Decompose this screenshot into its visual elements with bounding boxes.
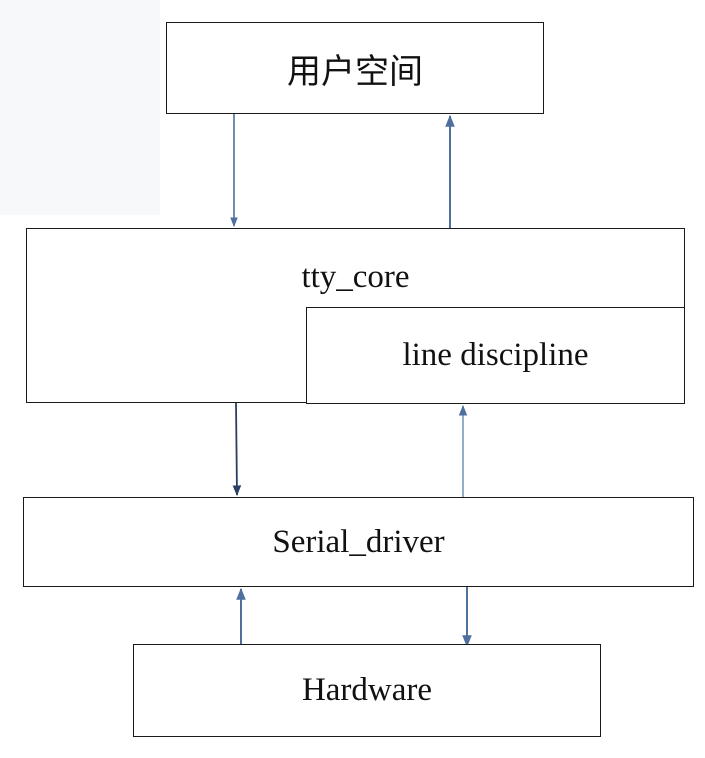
arrow-tty-to-serial [232,402,242,497]
serial-driver-box: Serial_driver [23,497,694,587]
hardware-label: Hardware [301,672,433,708]
user-space-box: 用户空间 [166,22,544,114]
tty-core-label: tty_core [301,259,410,295]
line-discipline-label: line discipline [402,337,589,373]
user-space-label: 用户空间 [287,53,423,91]
serial-driver-label: Serial_driver [272,523,445,560]
line-discipline-box: line discipline [306,307,685,404]
hardware-box: Hardware [133,644,601,737]
background-tint [0,0,160,215]
